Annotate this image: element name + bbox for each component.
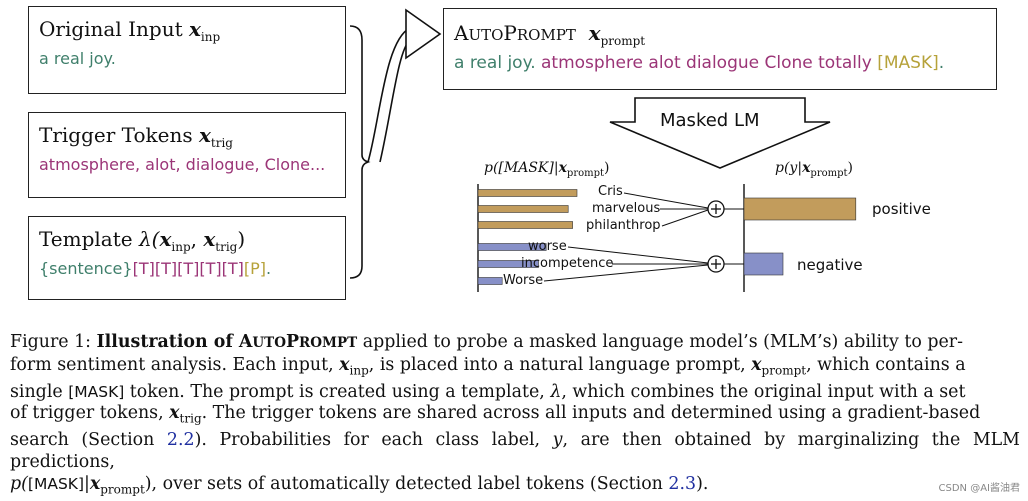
caption-line-3: single [MASK] token. The prompt is creat… [10, 381, 966, 402]
trigger-tokens-title: Trigger Tokens xtrig [39, 123, 233, 150]
autoprompt-title: AUTOPROMPT xprompt [454, 21, 646, 48]
bar-negative [743, 252, 784, 276]
diagram-graphics [349, 8, 857, 292]
caption-line-2: form sentiment analysis. Each input, xin… [10, 354, 966, 378]
word-label-marvelous: marvelous [592, 201, 661, 216]
autoprompt-text: a real joy. atmosphere alot dialogue Clo… [454, 53, 945, 73]
original-input-text: a real joy. [39, 49, 116, 68]
class-label-negative: negative [797, 256, 863, 274]
trigger-tokens-text: atmosphere, alot, dialogue, Clone... [39, 155, 326, 174]
word-label-worse: worse [528, 239, 567, 254]
left-panel-label: p([MASK]|xprompt) [484, 160, 610, 179]
original-input-title: Original Input xinp [39, 17, 221, 44]
connector-Worse [543, 264, 709, 282]
section-link-2-3[interactable]: 2.3 [668, 473, 697, 494]
word-label-cris: Cris [598, 184, 623, 199]
word-label-Worse: Worse [503, 273, 544, 288]
bar-incompetence [477, 260, 539, 268]
bar-marvelous [477, 205, 569, 213]
masked-lm-label: Masked LM [660, 110, 760, 131]
connector-worse [567, 246, 709, 264]
word-label-incompetence: incompetence [521, 256, 614, 271]
masked-lm-arrow [609, 97, 831, 169]
bar-Cris [477, 189, 578, 197]
original-input-box: Original Input xinp a real joy. [28, 6, 346, 94]
trigger-tokens-box: Trigger Tokens xtrig atmosphere, alot, d… [28, 112, 346, 198]
watermark: CSDN @AI酱油君 [938, 483, 1020, 494]
template-box: Template λ(xinp, xtrig) {sentence}[T][T]… [28, 216, 346, 300]
template-title: Template λ(xinp, xtrig) [39, 227, 246, 254]
caption-line-4: of trigger tokens, xtrig. The trigger to… [10, 403, 981, 426]
template-text: {sentence}[T][T][T][T][T][P]. [39, 259, 272, 278]
right-panel-label: p(y|xprompt) [775, 160, 853, 179]
caption-line-6: p([MASK]|xprompt), over sets of automati… [10, 473, 709, 496]
combine-brace [349, 25, 371, 279]
bar-worse [477, 243, 547, 251]
class-label-positive: positive [872, 200, 931, 218]
caption-line-1: Figure 1: Illustration of AUTOPROMPT app… [10, 332, 963, 352]
connector-philanthrop [661, 209, 709, 227]
word-label-philanthrop: philanthrop [586, 218, 661, 233]
connector-cris [623, 192, 709, 209]
combine-arrow-head [405, 8, 442, 60]
sum-node-negative [707, 255, 725, 273]
bar-philanthrop [477, 221, 573, 229]
bar-positive [743, 197, 857, 221]
combine-arrow-shaft [367, 27, 411, 163]
section-link-2-2[interactable]: 2.2 [166, 430, 195, 451]
figure-caption: Figure 1: Illustration of AUTOPROMPT app… [10, 332, 1020, 501]
bar-Worse [477, 277, 503, 285]
autoprompt-box: AUTOPROMPT xprompt a real joy. atmospher… [443, 8, 997, 90]
caption-line-5: search (Section 2.2). Probabilities for … [10, 430, 1020, 472]
sum-node-positive [707, 200, 725, 218]
